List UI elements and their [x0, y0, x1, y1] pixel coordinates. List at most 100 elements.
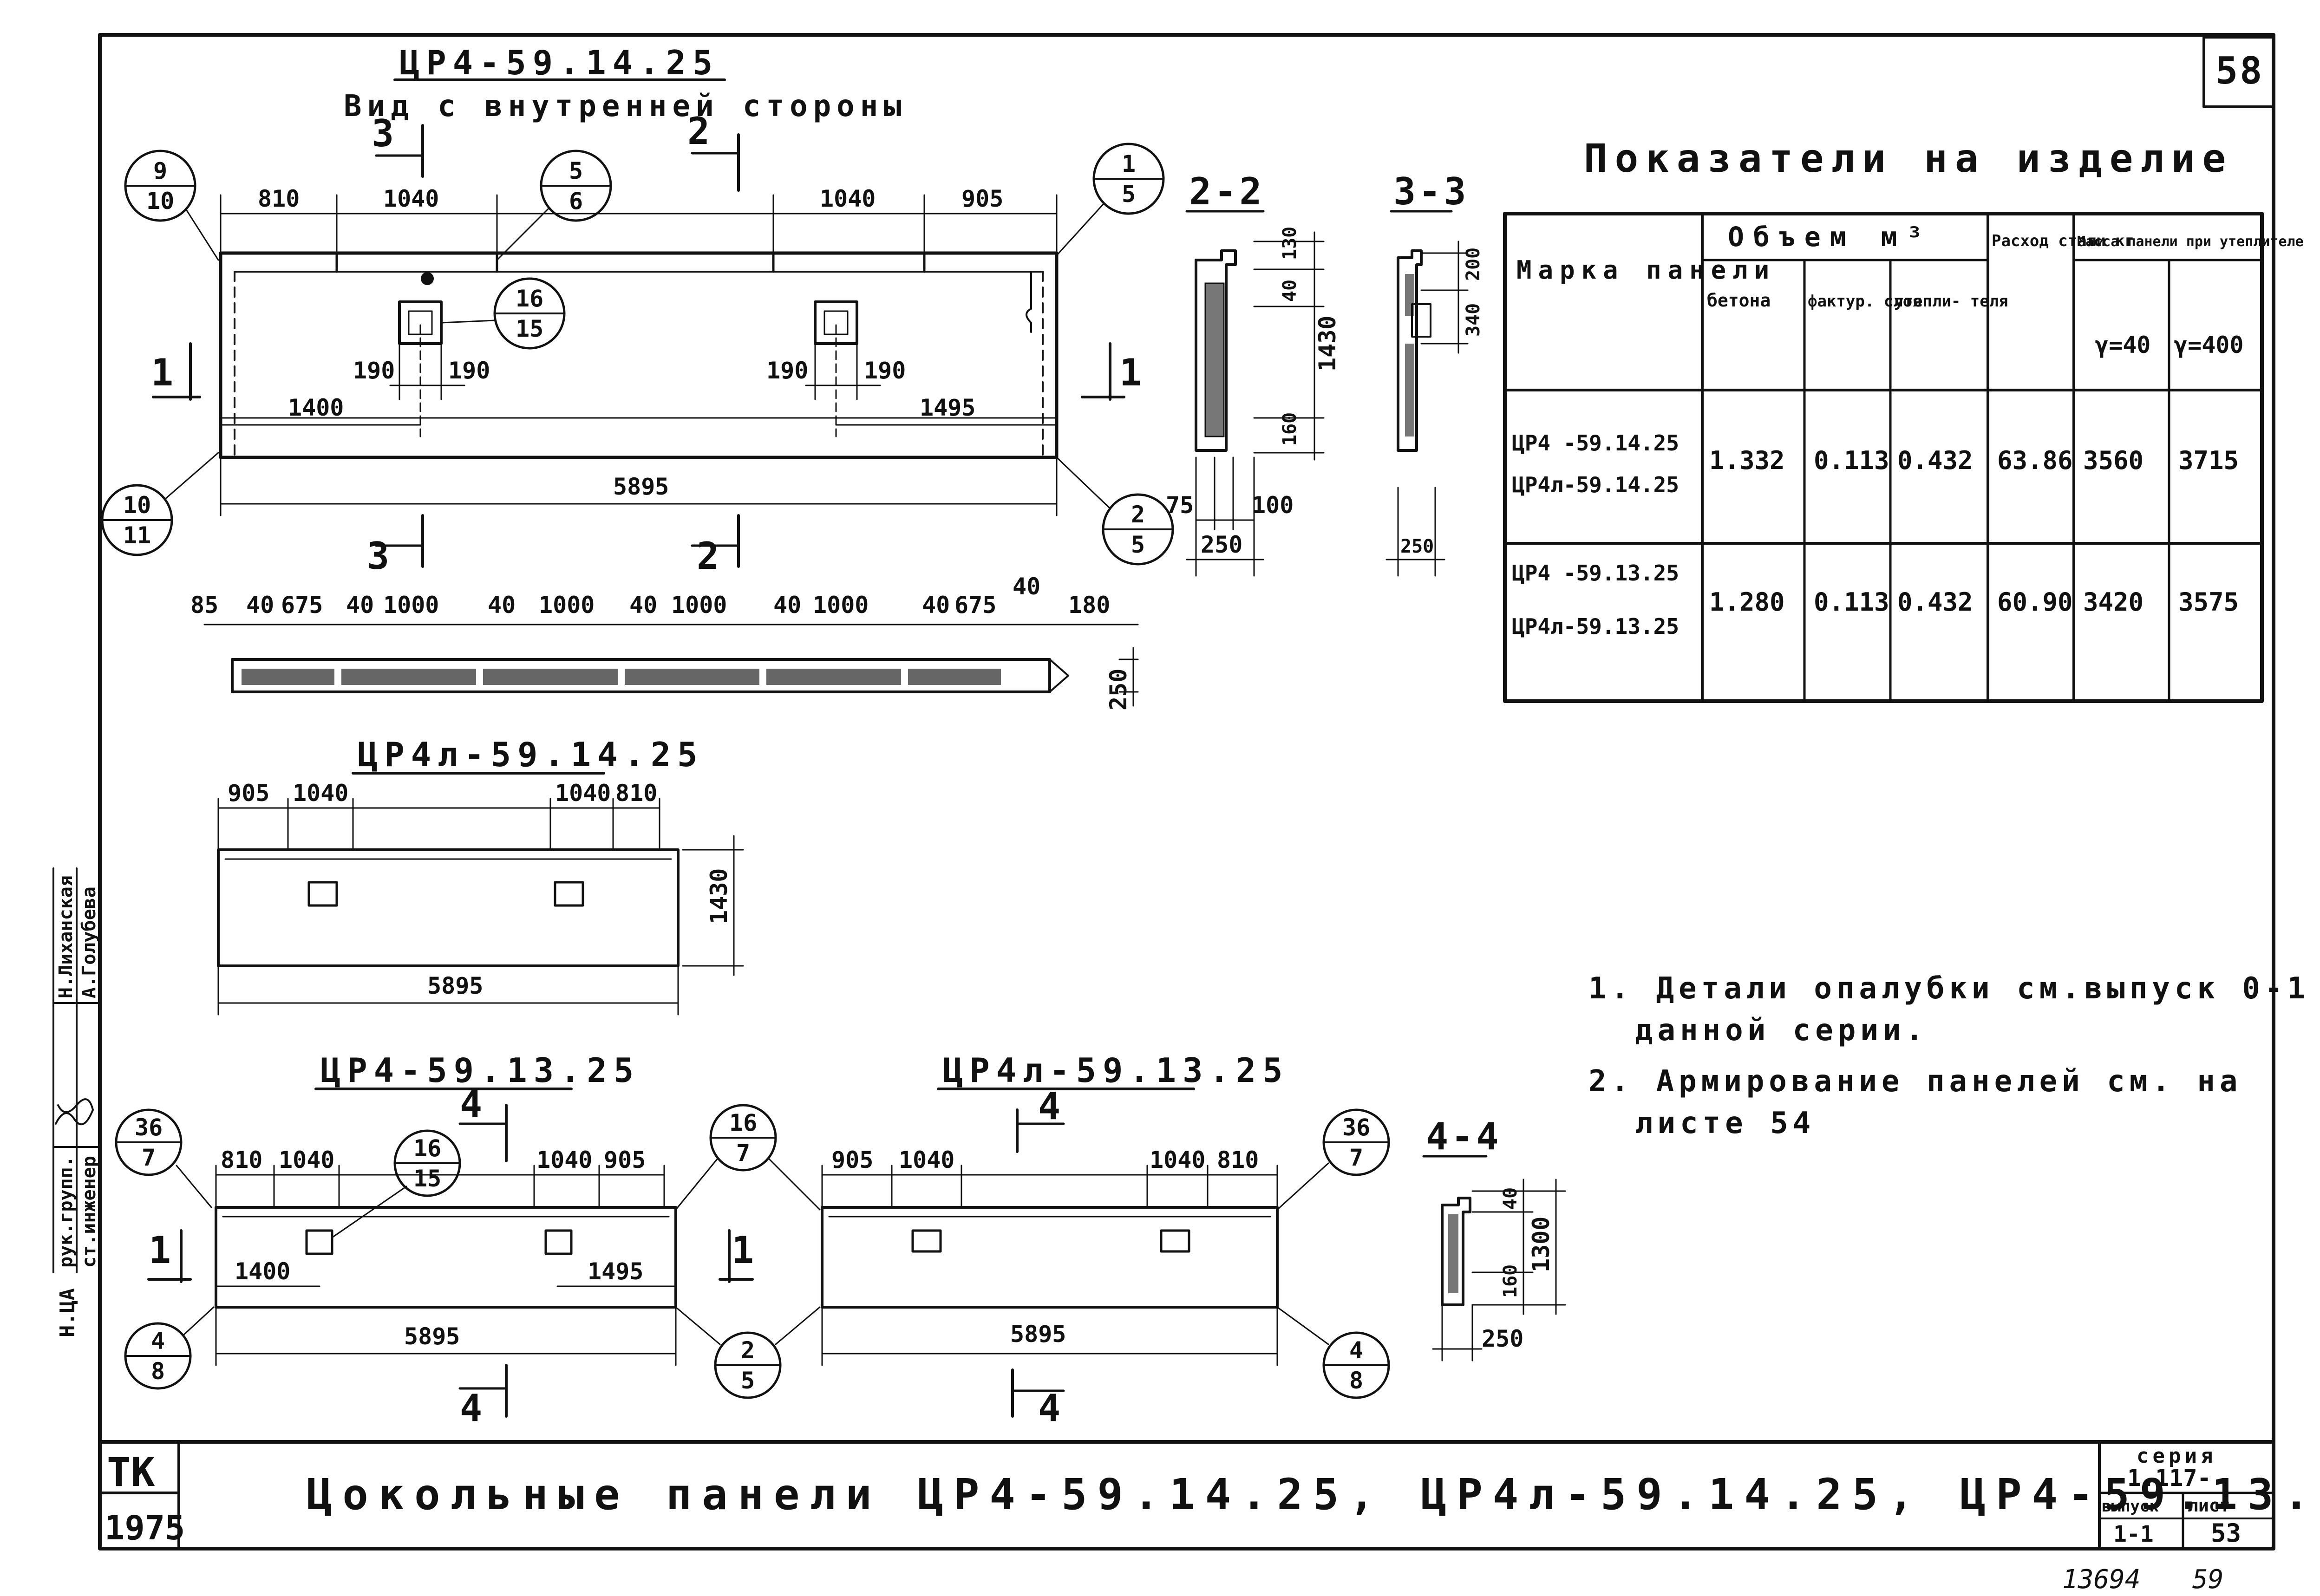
- view1-mark-2-top: 2: [687, 110, 718, 153]
- th-insul: утепли- теля: [1894, 292, 2008, 311]
- view4-dim-2: 1040: [899, 1147, 954, 1173]
- callout-16-15: 16 15: [440, 277, 566, 350]
- s22-dim-40: 40: [1279, 280, 1301, 302]
- row2-mark1: ЦР4 -59.13.25: [1512, 560, 1679, 586]
- th-concrete: бетона: [1707, 290, 1771, 311]
- section22-label: 2-2: [1189, 170, 1265, 213]
- view1-mark-3-top: 3: [372, 112, 402, 155]
- s44-dim-40: 40: [1500, 1187, 1521, 1210]
- svg-text:11: 11: [123, 522, 151, 549]
- svg-text:8: 8: [1349, 1367, 1363, 1394]
- table-row: ЦР4 -59.14.25 ЦР4л-59.14.25 1.332 0.113 …: [1512, 430, 2239, 497]
- callout-16-7: 16 7: [675, 1104, 821, 1211]
- section44-label: 4-4: [1426, 1115, 1502, 1158]
- view1-dim-top-3: 1040: [820, 185, 876, 212]
- view1-dim-inner-3: 190: [766, 357, 808, 384]
- svg-text:1: 1: [1122, 150, 1136, 177]
- view3: ЦР4-59.13.25 4 810 1040 1040 905 1400 14…: [115, 1051, 821, 1430]
- view3-section-bottom: 4: [460, 1387, 490, 1430]
- row2-steel: 60.90: [1997, 587, 2073, 617]
- view2: ЦР4л-59.14.25 905 1040 1040 810 1430 589…: [217, 735, 744, 1016]
- section-3-3: 3-3 200 340 250: [1385, 170, 1484, 577]
- note-line-2: данной серии.: [1635, 1013, 1928, 1048]
- view3-dim-left: 1400: [235, 1258, 290, 1285]
- view4-section-bottom: 4: [1038, 1387, 1069, 1430]
- svg-text:7: 7: [736, 1140, 750, 1166]
- row1-steel: 63.86: [1997, 446, 2073, 475]
- svg-text:5: 5: [1131, 531, 1145, 558]
- th-g40: γ=40: [2095, 332, 2150, 358]
- indicators-table: Показатели на изделие Марка панели Объем…: [1503, 136, 2304, 703]
- series-value: 1.117-: [2127, 1465, 2211, 1492]
- row1-mark1: ЦР4 -59.14.25: [1512, 430, 1679, 456]
- view2-dim-2: 1040: [293, 780, 348, 807]
- sheet-frame: [98, 33, 2275, 1550]
- callout-10-11: 10 11: [101, 452, 219, 556]
- plan-dim-85: 85: [190, 592, 218, 619]
- section-4-4: 4-4 40 160 1300 250: [1422, 1115, 1566, 1361]
- plan-dim-1000c: 1000: [671, 592, 727, 619]
- callout-2-5-v3: 2 5: [675, 1306, 821, 1399]
- view1-dim-inner-4: 190: [864, 357, 906, 384]
- view3-dim-1: 810: [221, 1147, 262, 1173]
- view3-dim-right: 1495: [588, 1258, 643, 1285]
- s22-dim-75: 75: [1166, 492, 1194, 519]
- svg-text:15: 15: [516, 315, 543, 342]
- s44-dim-1300: 1300: [1528, 1217, 1555, 1272]
- th-steel: Расход стали кг: [1992, 232, 2134, 250]
- s33-dim-200: 200: [1463, 248, 1484, 281]
- row1-m400: 3715: [2178, 446, 2239, 475]
- plan-dim-40c: 40: [488, 592, 516, 619]
- plan-strip: 85 40 675 40 1000 40 1000 40 1000 40 100…: [190, 573, 1139, 710]
- view1-dim-inner-2: 190: [448, 357, 490, 384]
- callout-2-5-v1: 2 5: [1056, 456, 1174, 566]
- row2-mark2: ЦР4л-59.13.25: [1512, 614, 1679, 639]
- notes: 1. Детали опалубки см.выпуск 0-1 данной …: [1588, 971, 2310, 1140]
- sheet-label: лист: [2188, 1495, 2230, 1516]
- view1-dim-left: 1400: [288, 394, 344, 421]
- svg-text:5: 5: [1122, 181, 1136, 208]
- view1-mark-3-bottom: 3: [367, 534, 398, 578]
- view4-total: 5895: [1010, 1321, 1066, 1348]
- th-mass: Масса панели при утеплителе: [2077, 234, 2304, 250]
- svg-text:2: 2: [1131, 501, 1145, 528]
- plan-dim-180: 180: [1068, 592, 1110, 619]
- th-volume: Объем м³: [1728, 221, 1932, 253]
- s44-dim-160: 160: [1500, 1264, 1521, 1298]
- view1-mark-1-left: 1: [151, 351, 182, 394]
- callout-36-7-left: 36 7: [115, 1108, 212, 1208]
- s22-dim-250: 250: [1201, 531, 1242, 558]
- stamp-name-1: Н.Лиханская: [55, 875, 77, 998]
- view2-height: 1430: [706, 868, 732, 924]
- row1-mark2: ЦР4л-59.14.25: [1512, 472, 1679, 497]
- note-line-1: 1. Детали опалубки см.выпуск 0-1: [1588, 971, 2310, 1006]
- handwritten-page: 59: [2192, 1564, 2223, 1595]
- view3-section-top: 4: [460, 1082, 490, 1126]
- row2-concrete: 1.280: [1709, 587, 1785, 617]
- view1-panel: [219, 251, 1059, 459]
- handwritten-number: 13694: [2062, 1564, 2141, 1595]
- footer-title: Цокольные панели ЦР4-59.14.25, ЦР4л-59.1…: [307, 1470, 2320, 1519]
- row1-insul: 0.432: [1897, 446, 1973, 475]
- view1-dim-right: 1495: [920, 394, 975, 421]
- s22-dim-130: 130: [1279, 227, 1301, 260]
- svg-text:10: 10: [146, 188, 174, 215]
- svg-text:4: 4: [151, 1328, 165, 1355]
- callout-4-8-left: 4 8: [124, 1306, 215, 1390]
- plan-dim-40g: 40: [1013, 573, 1040, 600]
- s33-dim-250: 250: [1400, 536, 1434, 557]
- view3-mark-left: 1: [149, 1229, 179, 1272]
- th-mark: Марка панели: [1516, 255, 1776, 285]
- view4-mark: ЦР4л-59.13.25: [943, 1051, 1289, 1090]
- view3-total: 5895: [404, 1323, 460, 1350]
- view1-dim-top-4: 905: [961, 185, 1003, 212]
- page-number-box: [2202, 36, 2275, 108]
- view4-dim-3: 1040: [1150, 1147, 1205, 1173]
- svg-text:7: 7: [142, 1144, 156, 1171]
- svg-text:8: 8: [151, 1358, 165, 1385]
- view1-dimensions: 810 1040 1040 905 190 190 190 190 1400 1…: [220, 185, 1058, 516]
- issue-label: выпуск: [2102, 1497, 2159, 1516]
- view1-section-marks: 3 2 1 1 3 2: [151, 110, 1142, 578]
- note-line-4: листе 54: [1635, 1106, 1815, 1140]
- view1-dim-total: 5895: [613, 473, 669, 500]
